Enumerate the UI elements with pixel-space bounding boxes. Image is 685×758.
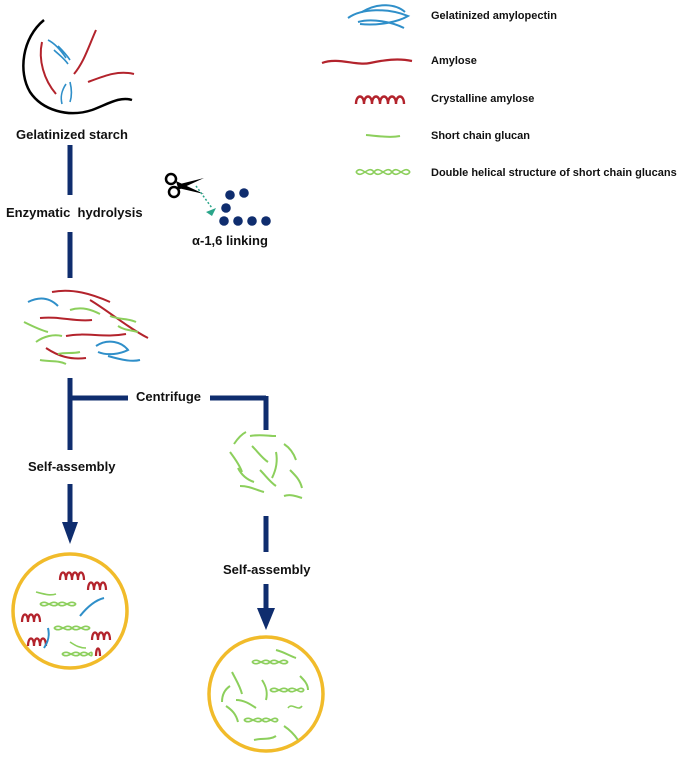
arrow-head-right [257,608,275,630]
cut-dotted-line [195,185,213,209]
label-self-assembly-left: Self-assembly [28,459,116,474]
short-chain-glucans-cluster [229,431,303,499]
amylose-icon [321,58,413,65]
label-alpha-linking: α-1,6 linking [192,233,268,248]
legend-label-double-helix: Double helical structure of short chain … [431,167,677,179]
double-helix-icon [355,168,411,176]
left-result-circle [11,552,129,670]
amylopectin-icon [347,4,411,29]
label-enzymatic-hydrolysis: Enzymatic hydrolysis [6,205,143,220]
hydrolysed-mixture-illustration [23,289,149,365]
label-self-assembly-right: Self-assembly [223,562,311,577]
legend-label-short-chain-glucan: Short chain glucan [431,130,531,142]
label-gelatinized-starch: Gelatinized starch [16,127,128,142]
label-centrifuge: Centrifuge [136,389,201,404]
scissors-icon [164,172,204,199]
short-chain-glucan-icon [365,134,401,138]
glucose-chain-icon [219,188,271,226]
gelatinized-starch-illustration [22,19,135,115]
right-result-circle [207,635,325,753]
crystalline-amylose-icon [354,95,406,105]
legend-label-amylopectin: Gelatinized amylopectin [431,10,557,22]
legend-label-crystalline-amylose: Crystalline amylose [431,93,535,105]
legend-label-amylose: Amylose [431,55,477,67]
arrow-head-left [62,522,78,544]
cut-triangle [206,208,216,216]
